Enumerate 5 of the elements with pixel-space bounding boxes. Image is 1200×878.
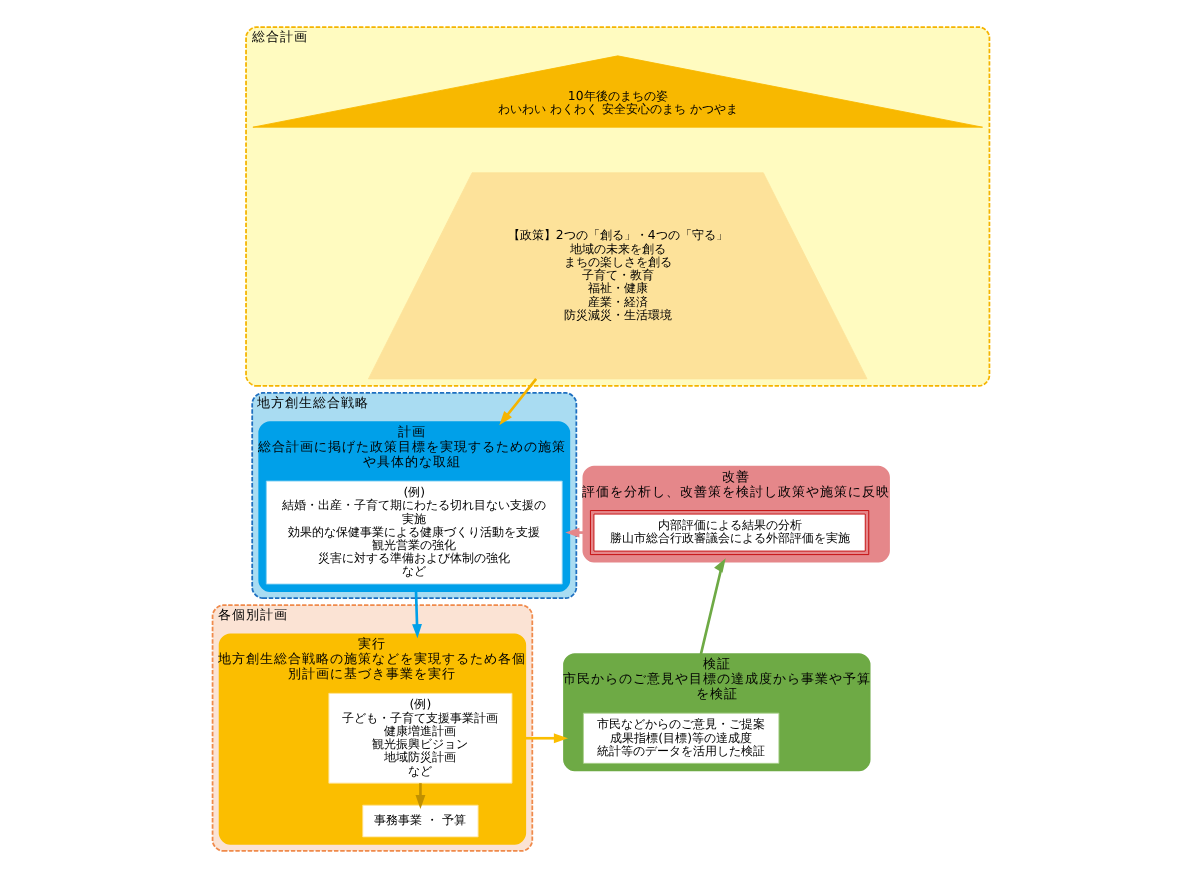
arrow — [498, 378, 537, 426]
arrow — [411, 591, 421, 639]
arrow — [698, 558, 725, 655]
arrow — [414, 783, 425, 810]
arrow — [524, 733, 567, 744]
